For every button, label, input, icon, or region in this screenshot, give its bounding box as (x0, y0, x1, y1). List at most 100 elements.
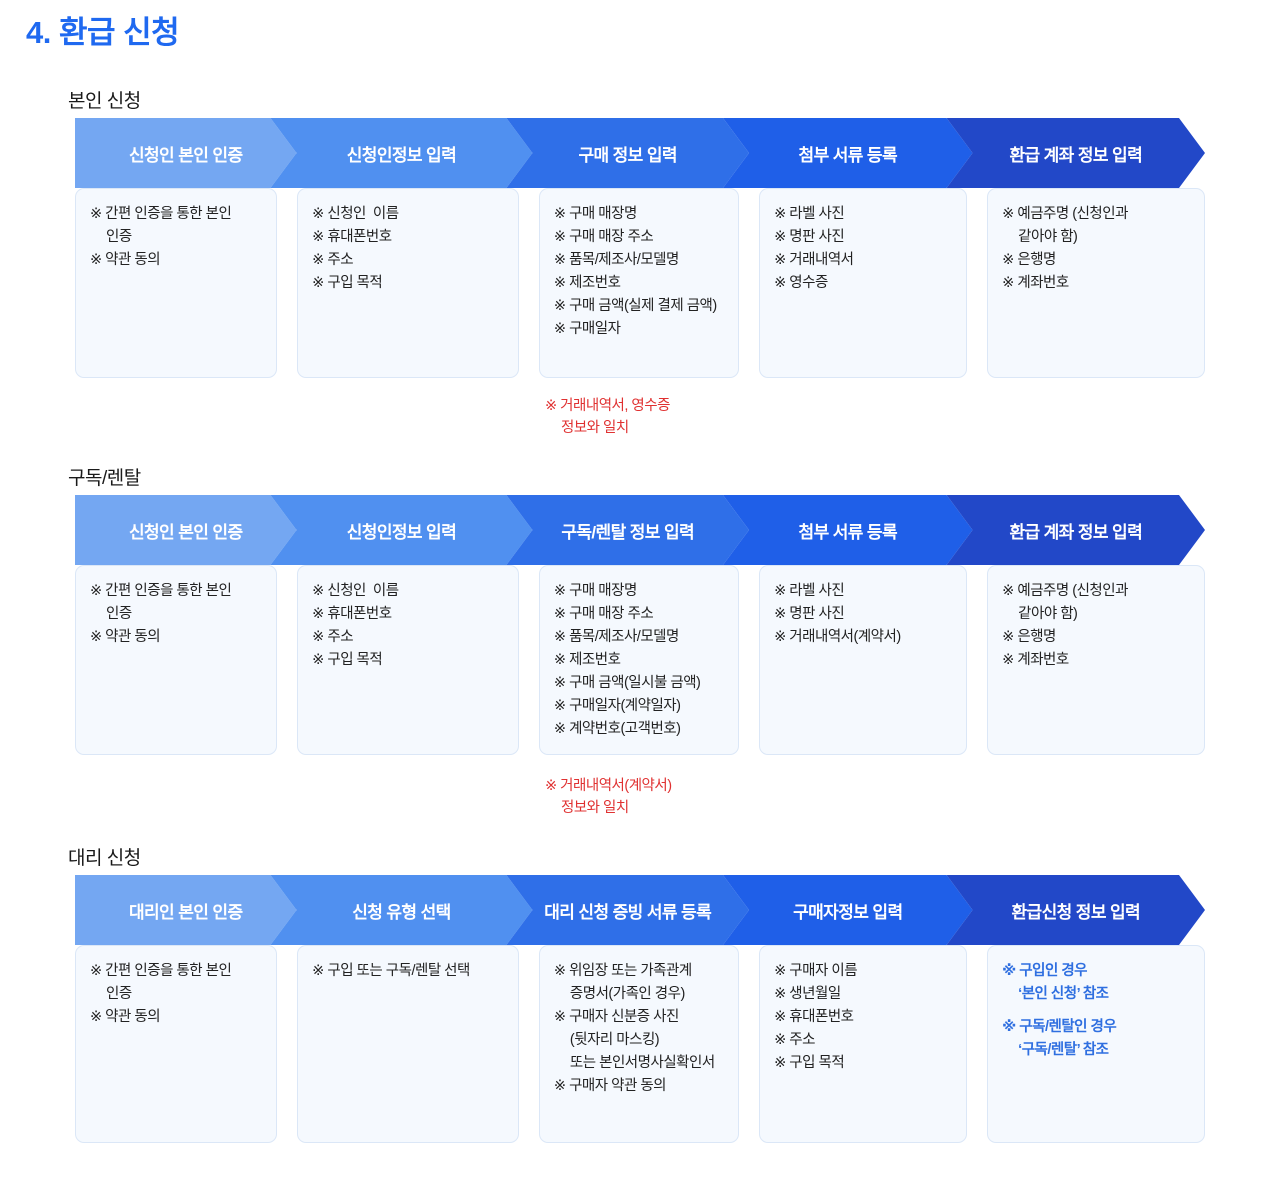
flow-step-label: 구독/렌탈 정보 입력 (561, 522, 695, 542)
list-item: ※ 거래내역서 (774, 252, 854, 268)
list-item: ※ 라벨 사진 (774, 206, 845, 222)
flow-step-3[interactable]: 구독/렌탈 정보 입력 (506, 495, 749, 565)
step-detail-box-5: ※ 구입인 경우‘본인 신청’ 참조※ 구독/렌탈인 경우‘구독/렌탈’ 참조 (987, 945, 1205, 1143)
list-item: ‘본인 신청’ 참조 (1018, 986, 1109, 1002)
red-note: ※ 거래내역서(계약서) 정보와 일치 (545, 775, 672, 819)
list-item: ※ 은행명 (1002, 629, 1056, 645)
flow-step-4[interactable]: 구매자정보 입력 (723, 875, 973, 945)
detail-list: ※ 구매 매장명 ※ 구매 매장 주소 ※ 품목/제조사/모델명 ※ 제조번호 ※ 구매… (554, 580, 724, 741)
list-item: ※ 구매자 신분증 사진 (553, 1009, 679, 1025)
list-item (1002, 1006, 1190, 1016)
list-item: ※ 주소 (312, 629, 354, 645)
section-label: 구독/렌탈 (68, 468, 141, 489)
list-item: ※ 위임장 또는 가족관계 (553, 963, 692, 979)
flow-step-label: 환급 계좌 정보 입력 (1009, 522, 1143, 542)
list-item: ※ 구매 매장명 (553, 583, 637, 599)
section-label: 대리 신청 (68, 848, 141, 869)
list-item: ※ 구입 목적 (312, 275, 383, 291)
red-note-line-1: ※ 거래내역서(계약서) (545, 778, 672, 794)
list-item: ※ 주소 (312, 252, 354, 268)
flow-step-5[interactable]: 환급 계좌 정보 입력 (947, 495, 1205, 565)
list-item: ※ 약관 동의 (90, 1009, 161, 1025)
flow-step-label: 신청 유형 선택 (352, 902, 451, 922)
flow-step-1[interactable]: 신청인 본인 인증 (75, 495, 296, 565)
step-detail-box-3: ※ 구매 매장명※ 구매 매장 주소※ 품목/제조사/모델명※ 제조번호※ 구매… (538, 188, 740, 378)
step-detail-box-3: ※ 구매 매장명 ※ 구매 매장 주소 ※ 품목/제조사/모델명 ※ 제조번호 ※ 구매… (538, 565, 740, 755)
list-item: ※ 약관 동의 (90, 629, 161, 645)
list-item: ※ 제조번호 (553, 652, 621, 668)
flow-step-2[interactable]: 신청인정보 입력 (270, 118, 532, 188)
step-detail-box-4: ※ 라벨 사진※ 명판 사진※ 거래내역서(계약서) (759, 565, 968, 755)
red-note-line-2: 정보와 일치 (561, 420, 629, 436)
list-item: ※ 은행명 (1002, 252, 1056, 268)
list-item: (뒷자리 마스킹) (569, 1032, 660, 1048)
list-item: ※ 구매 매장 주소 (553, 606, 654, 622)
flow-step-2[interactable]: 신청 유형 선택 (270, 875, 532, 945)
red-note-line-2: 정보와 일치 (561, 800, 629, 816)
step-detail-box-2: ※ 구입 또는 구독/렌탈 선택 (297, 945, 519, 1143)
detail-list: ※ 구매 매장명※ 구매 매장 주소※ 품목/제조사/모델명※ 제조번호※ 구매… (554, 203, 724, 341)
flow-step-label: 신청인정보 입력 (346, 522, 457, 542)
detail-list: ※ 신청인 이름 ※ 휴대폰번호 ※ 주소 ※ 구입 목적 (312, 203, 504, 295)
list-item: ※ 간편 인증을 통한 본인 (90, 206, 232, 222)
list-item: ※ 구매 금액(일시불 금액) (553, 675, 701, 691)
flow-step-3[interactable]: 구매 정보 입력 (506, 118, 749, 188)
list-item: ※ 간편 인증을 통한 본인 (90, 963, 232, 979)
list-item: ※ 계약번호(고객번호) (553, 721, 681, 737)
list-item: 인증 (106, 229, 132, 245)
flow-step-label: 첨부 서류 등록 (798, 522, 898, 542)
detail-list: ※ 구입인 경우‘본인 신청’ 참조※ 구독/렌탈인 경우‘구독/렌탈’ 참조 (1002, 960, 1190, 1062)
list-item: ※ 신청인 이름 (312, 206, 399, 222)
flow-step-label: 신청인정보 입력 (346, 145, 457, 165)
flow-step-4[interactable]: 첨부 서류 등록 (723, 118, 973, 188)
flow-step-1[interactable]: 대리인 본인 인증 (75, 875, 296, 945)
flow-step-1[interactable]: 신청인 본인 인증 (75, 118, 296, 188)
flow-step-2[interactable]: 신청인정보 입력 (270, 495, 532, 565)
list-item: ※ 구매 매장명 (553, 206, 637, 222)
list-item: 증명서(가족인 경우) (569, 986, 685, 1002)
list-item: ※ 휴대폰번호 (312, 229, 392, 245)
flow-step-3[interactable]: 대리 신청 증빙 서류 등록 (506, 875, 749, 945)
list-item: ※ 주소 (774, 1032, 815, 1048)
flow-step-5[interactable]: 환급 계좌 정보 입력 (947, 118, 1205, 188)
flow-step-4[interactable]: 첨부 서류 등록 (723, 495, 973, 565)
flow-step-label: 구매자정보 입력 (793, 902, 903, 922)
flow-step-label: 첨부 서류 등록 (798, 145, 898, 165)
list-item: ※ 구입인 경우 (1002, 963, 1088, 979)
detail-list: ※ 구입 또는 구독/렌탈 선택 (312, 960, 504, 983)
flow-step-label: 구매 정보 입력 (578, 145, 677, 165)
list-item: ※ 구매자 약관 동의 (553, 1078, 667, 1094)
list-item: ※ 약관 동의 (90, 252, 161, 268)
list-item: ※ 품목/제조사/모델명 (553, 629, 679, 645)
flow-step-label: 대리 신청 증빙 서류 등록 (544, 902, 712, 922)
list-item: ※ 제조번호 (553, 275, 621, 291)
list-item: ※ 계좌번호 (1002, 652, 1069, 668)
red-note-line-1: ※ 거래내역서, 영수증 (545, 398, 670, 414)
list-item: ※ 휴대폰번호 (774, 1009, 854, 1025)
step-flow: 신청인 본인 인증 신청인정보 입력 구독/렌탈 정보 입력 첨부 서류 등록 환급 계… (75, 495, 1205, 565)
list-item: ※ 구입 또는 구독/렌탈 선택 (312, 963, 470, 979)
detail-list: ※ 라벨 사진※ 명판 사진※ 거래내역서※ 영수증 (774, 203, 952, 295)
flow-step-5[interactable]: 환급신청 정보 입력 (947, 875, 1205, 945)
step-detail-box-2: ※ 신청인 이름 ※ 휴대폰번호 ※ 주소 ※ 구입 목적 (297, 188, 519, 378)
list-item: 또는 본인서명사실확인서 (569, 1055, 715, 1071)
flow-step-label: 환급신청 정보 입력 (1011, 902, 1141, 922)
list-item: 같아야 함) (1018, 229, 1078, 245)
list-item: ※ 품목/제조사/모델명 (553, 252, 679, 268)
step-flow: 대리인 본인 인증 신청 유형 선택 대리 신청 증빙 서류 등록 구매자정보 입력 환… (75, 875, 1205, 945)
